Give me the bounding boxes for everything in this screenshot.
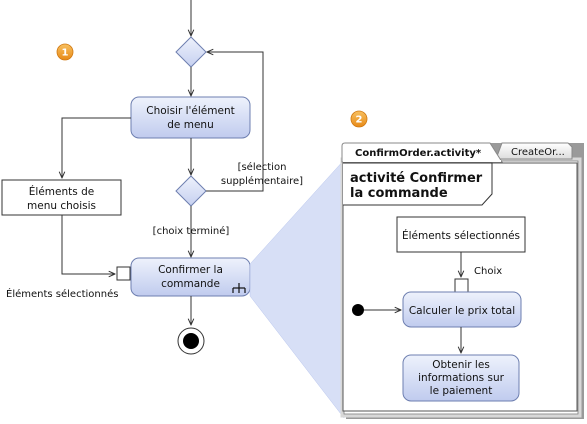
svg-text:supplémentaire]: supplémentaire] [221, 175, 303, 187]
zoom-callout-cone [249, 159, 345, 419]
svg-text:de menu: de menu [167, 119, 213, 131]
activity-title: activité Confirmer la commande [350, 171, 483, 201]
edge-chosen-items-to-pin [61, 215, 115, 274]
svg-text:2: 2 [356, 115, 363, 126]
merge-node[interactable] [175, 36, 207, 68]
svg-text:Éléments sélectionnés: Éléments sélectionnés [402, 229, 520, 242]
svg-text:CreateOr...: CreateOr... [511, 147, 565, 158]
svg-text:menu choisis: menu choisis [27, 200, 96, 212]
svg-text:ConfirmOrder.activity*: ConfirmOrder.activity* [355, 148, 482, 159]
parameter-selected-items[interactable]: Éléments sélectionnés [396, 216, 526, 253]
svg-text:commande: commande [161, 278, 220, 290]
tab-confirm-order-activity[interactable]: ConfirmOrder.activity* [341, 142, 503, 163]
svg-text:Choisir l'élément: Choisir l'élément [146, 105, 234, 117]
edge-choose-to-chosen-items [62, 117, 131, 178]
object-chosen-menu-items[interactable]: Éléments de menu choisis [1, 179, 122, 216]
svg-text:Obtenir les: Obtenir les [432, 359, 490, 371]
svg-text:le paiement: le paiement [430, 385, 493, 397]
guard-more-selection: [sélection supplémentaire] [221, 161, 303, 187]
svg-text:la commande: la commande [350, 186, 448, 201]
svg-text:1: 1 [62, 48, 69, 59]
decision-node[interactable] [175, 175, 207, 207]
svg-text:activité Confirmer: activité Confirmer [350, 171, 483, 186]
callout-1: 1 [56, 43, 74, 61]
svg-text:informations sur: informations sur [418, 372, 505, 384]
svg-text:Calculer le prix total: Calculer le prix total [409, 305, 515, 317]
initial-node[interactable] [352, 304, 364, 316]
svg-text:[sélection: [sélection [238, 161, 287, 173]
rake-icon [232, 283, 246, 293]
svg-text:Éléments de: Éléments de [29, 185, 94, 198]
tab-create-order[interactable]: CreateOr... [495, 142, 573, 160]
guard-choice-done: [choix terminé] [153, 225, 230, 237]
pin-label-selected-items: Éléments sélectionnés [6, 287, 118, 300]
edge-loop-more-selection [206, 52, 264, 192]
action-get-payment-info[interactable]: Obtenir les informations sur le paiement [402, 354, 520, 402]
input-pin-selected-items[interactable] [116, 266, 131, 281]
callout-2: 2 [350, 110, 368, 128]
action-confirm-order[interactable]: Confirmer la commande [130, 257, 251, 297]
svg-text:Confirmer la: Confirmer la [158, 264, 223, 276]
pin-label-choice: Choix [474, 266, 502, 277]
action-calculate-total[interactable]: Calculer le prix total [402, 291, 522, 328]
activity-final-node[interactable] [177, 327, 205, 355]
action-choose-menu-item[interactable]: Choisir l'élément de menu [130, 96, 251, 139]
input-pin-choice[interactable] [454, 278, 469, 293]
